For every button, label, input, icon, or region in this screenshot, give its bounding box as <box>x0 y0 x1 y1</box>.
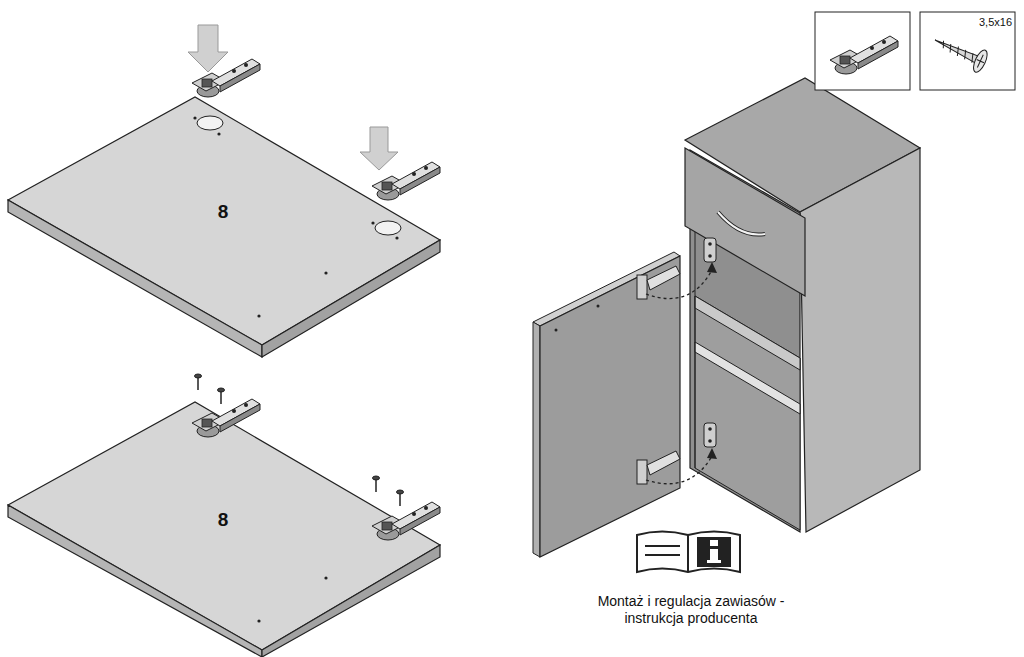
screw <box>373 476 380 492</box>
parts-icons <box>815 12 1015 90</box>
manual-icon <box>637 532 740 573</box>
part-number: 8 <box>213 201 233 224</box>
hinge <box>372 502 440 540</box>
mounting-plate <box>704 423 716 447</box>
panel-top <box>8 25 440 357</box>
hinge <box>192 59 260 97</box>
manual-note: Montaż i regulacja zawiasów - instrukcja… <box>580 593 802 627</box>
door <box>533 252 717 557</box>
cabinet <box>685 78 920 532</box>
hinge <box>372 162 440 200</box>
screw-size: 3,5x16 <box>958 16 1012 29</box>
panel-bottom <box>8 374 440 657</box>
mounting-plate <box>704 238 716 262</box>
screw <box>218 388 225 404</box>
screw <box>195 374 202 390</box>
screw <box>397 490 404 506</box>
screw-icon <box>930 29 990 74</box>
hinge <box>830 36 898 74</box>
hinge <box>192 399 260 437</box>
part-number: 8 <box>213 509 233 532</box>
